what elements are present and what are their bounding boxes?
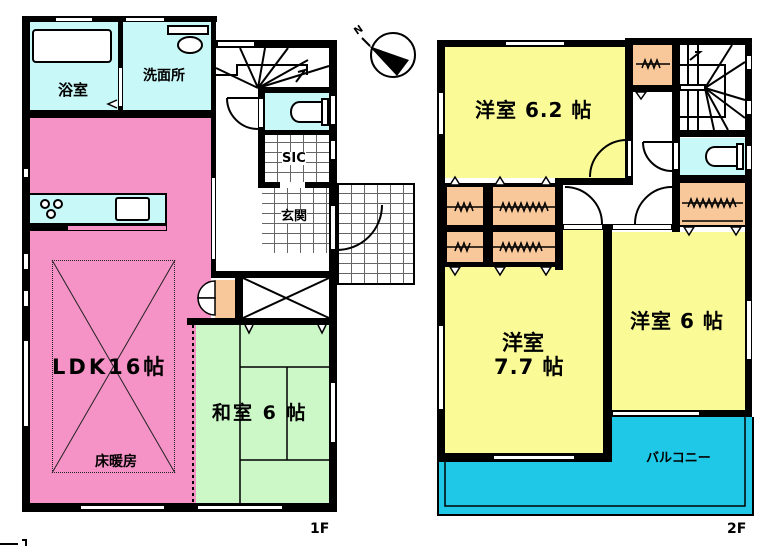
door-threshold [563, 224, 603, 230]
closet-hall-2f [633, 45, 672, 85]
room-label-shoe-closet: SIC [282, 151, 306, 166]
western-room-7-7-entry [563, 230, 603, 270]
understair-storage [243, 278, 329, 318]
toilet-2f [680, 138, 745, 175]
wall [745, 38, 752, 417]
window [55, 17, 93, 22]
toilet-door-leaf [258, 98, 264, 128]
wall [672, 130, 752, 137]
wall [187, 318, 333, 325]
door-leaf [627, 140, 632, 177]
window [80, 505, 165, 510]
toilet-1f [265, 93, 329, 130]
room-label-western-7-7-name: 洋室 [502, 331, 544, 355]
room-label-western-6-2: 洋室 6.2 帖 [475, 98, 593, 122]
entrance-hall [262, 188, 329, 253]
wall [603, 224, 612, 462]
window [438, 92, 444, 135]
room-label-washroom: 洗面所 [143, 68, 185, 84]
room-label-ldk: LDK16帖 [52, 355, 168, 379]
wall [215, 40, 337, 48]
door-threshold [612, 224, 672, 230]
floor-label-1f: 1F [310, 521, 330, 537]
closet-cell [493, 187, 555, 225]
room-label-japanese-room: 和室 6 帖 [212, 402, 308, 424]
window [23, 168, 29, 178]
window [23, 290, 29, 307]
window [746, 300, 752, 360]
wall [680, 225, 745, 227]
wall [213, 271, 333, 278]
window [125, 17, 165, 22]
closet-cell [447, 232, 483, 262]
wall [258, 182, 280, 188]
room-label-western-7-7-size: 7.7 帖 [494, 355, 565, 379]
wall [329, 40, 337, 512]
window [23, 253, 29, 270]
japanese-room [196, 325, 329, 503]
room-label-floor-heating: 床暖房 [95, 454, 137, 470]
room-label-bathroom: 浴室 [58, 81, 89, 99]
closet-1f [215, 280, 235, 318]
wall [625, 38, 752, 45]
window [330, 140, 336, 160]
room-label-western-6: 洋室 6 帖 [630, 309, 724, 333]
window [23, 340, 29, 427]
wall [22, 16, 217, 22]
wall [555, 178, 563, 270]
kitchen-sink [115, 197, 150, 221]
window [438, 325, 444, 410]
wall [305, 182, 332, 188]
closet-room6-2f [680, 183, 745, 226]
closet-cell [447, 187, 483, 225]
wall [211, 16, 216, 278]
wall [437, 40, 445, 462]
window [197, 505, 283, 510]
wall [235, 271, 243, 323]
wall [258, 130, 337, 135]
window [746, 55, 752, 70]
window [217, 41, 255, 47]
western-room-6 [612, 232, 745, 410]
window [746, 100, 752, 115]
room-label-entrance: 玄関 [281, 209, 308, 224]
wall [258, 87, 265, 188]
wall [633, 85, 672, 92]
entrance-door [330, 205, 336, 250]
window [330, 382, 336, 443]
window [505, 41, 565, 46]
sliding-door [211, 177, 216, 260]
bath-door [118, 67, 123, 107]
window [612, 411, 700, 416]
wall [22, 503, 337, 512]
window [493, 455, 575, 460]
kitchen-counter-base [30, 225, 67, 231]
door-leaf [673, 142, 679, 170]
wall [258, 87, 337, 93]
wall [625, 40, 633, 185]
entrance-porch [337, 183, 415, 285]
closet-cell [493, 232, 555, 262]
wall [22, 110, 216, 118]
window [330, 95, 336, 125]
window [746, 145, 752, 170]
wall [680, 175, 745, 183]
kitchen-counter-edge [67, 225, 167, 231]
wall [555, 178, 633, 185]
shoe-closet [265, 135, 329, 182]
washroom [123, 22, 211, 110]
room-label-balcony: バルコニー [646, 451, 711, 466]
floor-label-2f: 2F [727, 521, 747, 537]
